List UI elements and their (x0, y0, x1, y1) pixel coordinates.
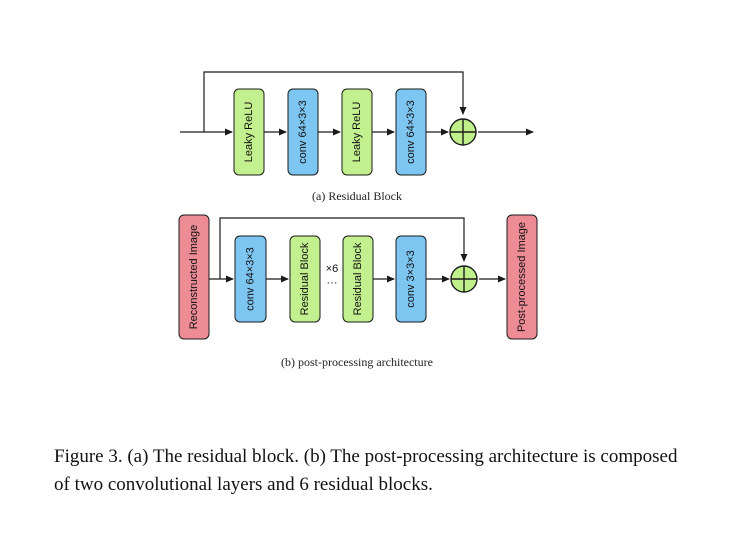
leaky-relu-block-1-label: Leaky ReLU (243, 102, 255, 163)
repeat-dots: ··· (327, 277, 338, 289)
conv-block-a-2: conv 64×3×3 (395, 88, 427, 176)
residual-block-diagram: Leaky ReLU conv 64×3×3 Leaky ReLU conv 6… (180, 71, 534, 203)
residual-block-2-label: Residual Block (352, 242, 364, 315)
skip-connection-a (203, 71, 467, 132)
output-image-label: Post-processed Image (516, 222, 528, 332)
residual-block-1: Residual Block (289, 235, 321, 323)
residual-block-2: Residual Block (342, 235, 374, 323)
input-image-label: Reconstructed Image (188, 225, 200, 330)
skip-connection-b (219, 217, 468, 279)
conv-block-a-2-label: conv 64×3×3 (405, 100, 417, 164)
conv-block-b-2-label: conv 3×3×3 (405, 250, 417, 308)
residual-block-1-label: Residual Block (299, 242, 311, 315)
leaky-relu-block-2: Leaky ReLU (341, 88, 373, 176)
input-image-block: Reconstructed Image (178, 214, 210, 340)
conv-block-a-1: conv 64×3×3 (287, 88, 319, 176)
caption-b: (b) post-processing architecture (281, 355, 433, 369)
leaky-relu-block-2-label: Leaky ReLU (351, 102, 363, 163)
leaky-relu-block-1: Leaky ReLU (233, 88, 265, 176)
sum-node-icon-a (449, 118, 477, 146)
sum-node-icon-b (450, 265, 478, 293)
conv-block-b-1: conv 64×3×3 (234, 235, 267, 323)
conv-block-b-2: conv 3×3×3 (395, 235, 427, 323)
post-processing-diagram: Reconstructed Image conv 64×3×3 Residual… (178, 214, 538, 369)
output-image-block: Post-processed Image (506, 214, 538, 340)
repeat-label: ×6 (326, 263, 339, 275)
caption-a: (a) Residual Block (312, 189, 402, 203)
conv-block-b-1-label: conv 64×3×3 (245, 247, 257, 311)
figure-caption: Figure 3. (a) The residual block. (b) Th… (54, 446, 678, 495)
conv-block-a-1-label: conv 64×3×3 (297, 100, 309, 164)
